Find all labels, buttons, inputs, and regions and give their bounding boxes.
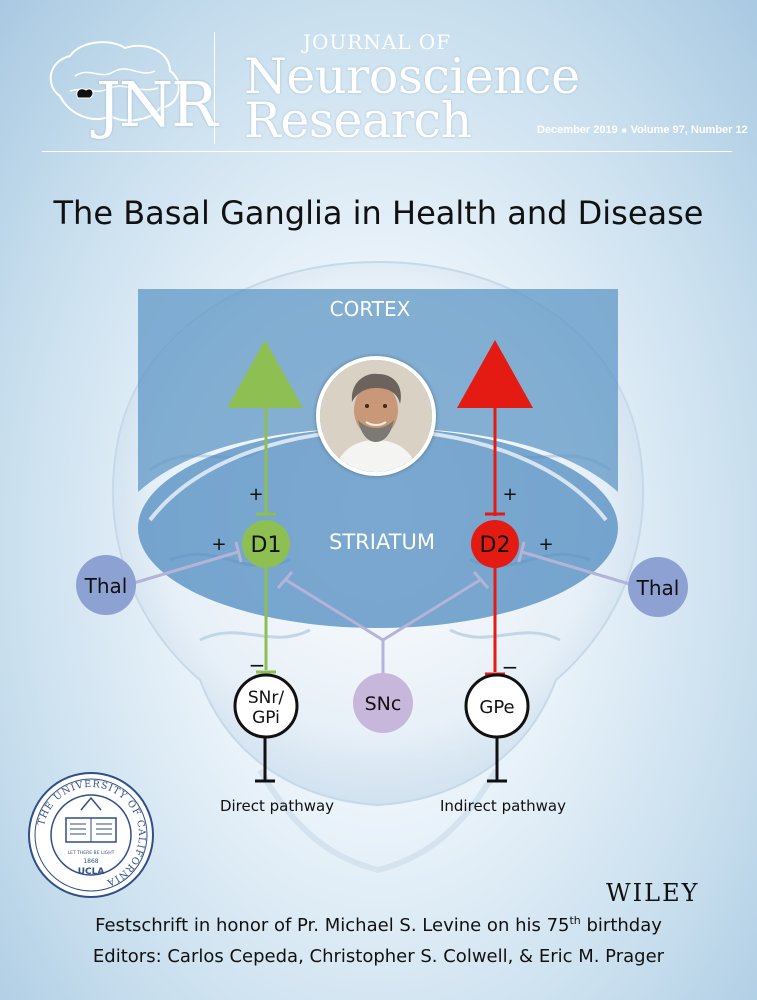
- thal-left-to-d1-line: [126, 550, 239, 587]
- publisher-logo: WILEY: [606, 879, 700, 907]
- striatum-region: [138, 428, 618, 628]
- gpe-minus-sign: −: [502, 655, 519, 679]
- university-seal: THE UNIVERSITY OF CALIFORNIA LET THERE B…: [28, 772, 154, 898]
- d2-thal-plus-sign: +: [538, 534, 553, 555]
- direct-pathway-label: Direct pathway: [220, 797, 334, 815]
- journal-of-label: JOURNAL OF: [303, 30, 452, 54]
- thal-left-to-d1-terminal: [234, 541, 243, 563]
- festschrift-ordinal: th: [569, 914, 581, 927]
- journal-logo-letters: JNR: [96, 68, 218, 141]
- snc-to-d1-terminal: [276, 571, 294, 589]
- masthead-rule: [42, 151, 732, 152]
- snr-label-line1: SNr/: [248, 688, 284, 708]
- d2-cortex-plus-sign: +: [502, 484, 517, 505]
- issue-separator-icon: ■: [621, 126, 627, 135]
- d2-node: [471, 520, 519, 568]
- cortex-neuron-green: [227, 340, 303, 408]
- editors-line: Editors: Carlos Cepeda, Christopher S. C…: [92, 946, 665, 967]
- gpe-node: [464, 673, 530, 739]
- festschrift-text: Festschrift in honor of Pr. Michael S. L…: [95, 915, 570, 936]
- d1-thal-plus-sign: +: [211, 534, 226, 555]
- snc-node: [353, 673, 413, 733]
- issue-volume: Volume 97, Number 12: [630, 124, 748, 136]
- festschrift-text-end: birthday: [580, 915, 662, 936]
- masthead-divider: [214, 32, 215, 144]
- journal-name-line1: Neuroscience: [244, 48, 580, 105]
- d1-label: D1: [251, 533, 282, 558]
- snc-label: SNc: [365, 693, 402, 715]
- thal-right-to-d2-line: [521, 550, 634, 587]
- striatum-label: STRIATUM: [329, 530, 435, 554]
- snr-label-line2: GPi: [252, 708, 280, 728]
- issue-date: December 2019: [537, 124, 618, 136]
- snc-to-d2-terminal: [472, 571, 490, 589]
- seal-bottom-text: UCLA: [78, 867, 105, 877]
- portrait-figure: [320, 360, 432, 472]
- d1-cortex-plus-sign: +: [248, 484, 263, 505]
- cover-title: The Basal Ganglia in Health and Disease: [53, 194, 704, 232]
- gpe-label: GPe: [479, 697, 514, 718]
- festschrift-line: Festschrift in honor of Pr. Michael S. L…: [0, 914, 757, 936]
- portrait-photo: [316, 356, 436, 476]
- gpe-output-line: [487, 737, 507, 783]
- d2-label: D2: [480, 533, 511, 558]
- thal-right-label: Thal: [636, 576, 680, 600]
- cortex-label: CORTEX: [330, 297, 411, 321]
- thal-right-node: [628, 557, 688, 617]
- issue-info: December 2019■Volume 97, Number 12: [537, 124, 748, 136]
- seal-year: 1868: [83, 858, 98, 865]
- snr-minus-sign: −: [249, 653, 266, 677]
- snc-to-d2-line: [382, 578, 481, 642]
- thal-left-node: [76, 555, 136, 615]
- brain-logo-icon: [49, 41, 180, 122]
- indirect-pathway-label: Indirect pathway: [440, 797, 566, 815]
- cortex-neuron-red: [457, 340, 533, 408]
- thal-right-to-d2-terminal: [517, 541, 526, 563]
- seal-banner-text: LET THERE BE LIGHT: [68, 850, 115, 856]
- d1-node: [242, 520, 290, 568]
- snr-output-line: [255, 737, 275, 783]
- journal-name-line2: Research: [244, 92, 472, 149]
- modulatory-lines: [126, 541, 634, 676]
- thal-left-label: Thal: [84, 574, 128, 598]
- snr-gpi-node: [233, 673, 299, 739]
